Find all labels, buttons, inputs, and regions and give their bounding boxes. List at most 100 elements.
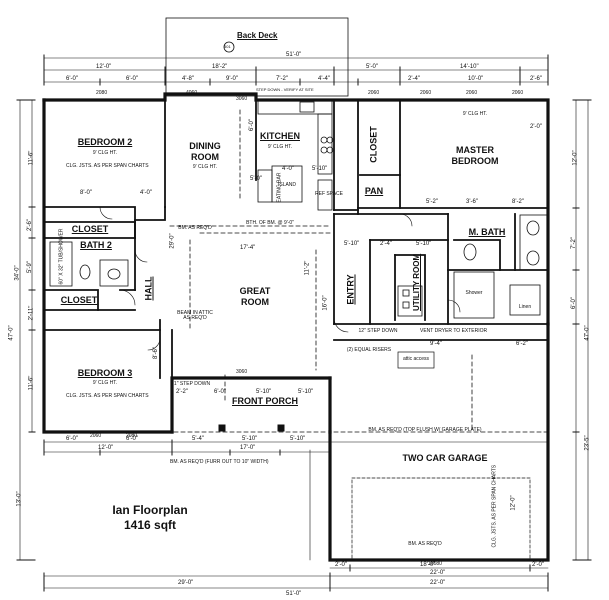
right-overall-dim: 47'-0" — [584, 325, 591, 341]
dining-ceiling: 9' CLG HT. — [192, 164, 218, 170]
bedroom-2-label: BEDROOM 2 — [77, 137, 133, 147]
garage-vent: VENT DRYER TO EXTERIOR — [420, 328, 488, 334]
door-swings — [99, 206, 461, 351]
top-dim-13: 10'-0" — [468, 76, 484, 82]
dimension-lines — [19, 57, 589, 589]
bottom-dim-5: 6'-0" — [126, 436, 138, 442]
top-dim-8: 4'-8" — [182, 76, 194, 82]
bottom-dim-4: 6'-0" — [66, 436, 78, 442]
left-dim-6: 13'-0" — [16, 491, 23, 507]
left-dim-4: 2'-11" — [28, 305, 35, 321]
plan-title: Ian Floorplan — [112, 503, 188, 517]
bottom-overall-dim: 51'-0" — [286, 591, 302, 597]
hall-height: 29'-0" — [169, 233, 176, 249]
top-dim-2: 18'-2" — [212, 64, 228, 70]
top-dim-1: 12'-0" — [96, 64, 112, 70]
window-7: 2060 — [512, 90, 524, 96]
bottom-beam-height: BTH. OF BM. @ 9'-0" — [246, 220, 294, 226]
kitchen-ref: REF SPACE — [315, 191, 343, 197]
bottom-dim-3: 22'-0" — [430, 570, 446, 576]
porch-dim-4: 5'-10" — [298, 389, 314, 395]
garage-step: 12" STEP DOWN — [358, 328, 398, 334]
pan-label: PAN — [364, 186, 384, 196]
top-dim-11: 4'-4" — [318, 76, 330, 82]
back-deck-outline — [165, 17, 349, 97]
dining-beam-note: BM. AS REQ'D — [178, 225, 212, 231]
mbath-label: M. BATH — [468, 227, 506, 237]
bottom-window-2: 2080 — [126, 433, 138, 439]
master-ceiling: 9' CLG HT. — [462, 111, 488, 117]
closet-3-label: CLOSET — [60, 295, 98, 305]
kitchen-dim-2: 5'-10" — [312, 166, 328, 172]
bedroom-2-dim-a: 8'-0" — [80, 190, 92, 196]
master-label-1: MASTER — [456, 145, 494, 155]
garage-door-size: 16080 — [428, 561, 442, 567]
bottom-dim-1: 12'-0" — [98, 445, 114, 451]
bedroom-2-dim-b: 4'-0" — [140, 190, 152, 196]
bottom-window-3: 3060 — [236, 369, 248, 375]
entry-dim-1: 5'-10" — [344, 241, 360, 247]
bedroom-3-note: CLG. JSTS. AS PER SPAN CHARTS — [66, 393, 149, 399]
bottom-dim-9: 2'-0" — [335, 562, 347, 568]
right-dim-2: 7'-2" — [570, 237, 577, 249]
deck-tag: 501 — [224, 44, 231, 49]
attic-access-label: attic access — [402, 356, 430, 362]
great-room-beam: BEAM IN ATTIC AS REQ'D — [177, 310, 213, 321]
garage-bottom-beam: BM. AS REQ'D — [408, 541, 442, 547]
porch-post-right — [277, 424, 285, 432]
garage-dim-3: 12'-0" — [510, 495, 517, 511]
window-3: 3060 — [236, 96, 248, 102]
master-dim-1: 5'-2" — [426, 199, 438, 205]
master-dim-3: 8'-2" — [512, 199, 524, 205]
porch-dim-3: 5'-10" — [256, 389, 272, 395]
top-dim-12: 2'-4" — [408, 76, 420, 82]
window-4: 2060 — [368, 90, 380, 96]
bottom-dim-12: 29'-0" — [178, 580, 194, 586]
window-2: 4060 — [186, 90, 198, 96]
master-dim-4: 2'-0" — [530, 124, 542, 130]
back-deck-label: Back Deck — [237, 31, 278, 40]
porch-step: 1" STEP DOWN — [173, 381, 211, 387]
window-1: 2080 — [96, 90, 108, 96]
master-dim-2: 3'-6" — [466, 199, 478, 205]
right-dim-4: 6'-0" — [570, 297, 577, 309]
dimension-ticks — [16, 54, 592, 592]
bath-fixtures — [49, 214, 548, 319]
entry-dim-3: 5'-10" — [416, 241, 432, 247]
deck-tag-circle — [223, 41, 235, 53]
closet-2-label: CLOSET — [71, 224, 109, 234]
right-dim-1: 12'-0" — [572, 150, 579, 166]
bedroom-2-ceiling: 9' CLG HT. — [92, 150, 118, 156]
top-dim-6: 6'-0" — [66, 76, 78, 82]
kitchen-label: KITCHEN — [260, 131, 300, 141]
great-room-label-1: GREAT — [239, 286, 271, 296]
front-porch-label: FRONT PORCH — [232, 396, 298, 406]
great-room-height: 11'-2" — [304, 260, 311, 276]
garage-door — [351, 477, 531, 561]
bath-2-tub: 60" X 32" TUB/SHOWER — [58, 228, 65, 285]
top-dim-9: 9'-0" — [226, 76, 238, 82]
bath-2-label: BATH 2 — [80, 240, 112, 250]
utility-label: UTILITY ROOM — [412, 253, 421, 311]
deck-step-note: STEP DOWN - VERIFY AT SITE — [256, 87, 314, 92]
entry-label: ENTRY — [345, 274, 356, 305]
entry-dim-2: 2'-4" — [380, 241, 392, 247]
mbath-shower: Shower — [465, 290, 483, 296]
kitchen-dim-1: 6'-0" — [248, 119, 255, 131]
bottom-dim-10: 18'-0" — [420, 562, 436, 568]
kitchen-fixtures — [257, 99, 334, 211]
top-overall-dim: 51'-0" — [286, 52, 302, 58]
window-5: 2060 — [420, 90, 432, 96]
left-overall-dim: 34'-0" — [14, 265, 21, 281]
beam-lines — [169, 109, 549, 433]
left-dim-5: 11'-6" — [28, 375, 35, 391]
garage-label: TWO CAR GARAGE — [402, 453, 488, 463]
bedroom-3-dim: 8'-6" — [152, 347, 159, 359]
bottom-dim-7: 5'-10" — [242, 436, 258, 442]
porch-beam-note: BM. AS REQ'D (FURR OUT TO 10" WIDTH) — [170, 459, 269, 465]
plan-area: 1416 sqft — [123, 518, 177, 532]
top-dim-3: 5'-0" — [366, 64, 378, 70]
top-dim-10: 7'-2" — [276, 76, 288, 82]
bedroom-3-label: BEDROOM 3 — [77, 368, 133, 378]
